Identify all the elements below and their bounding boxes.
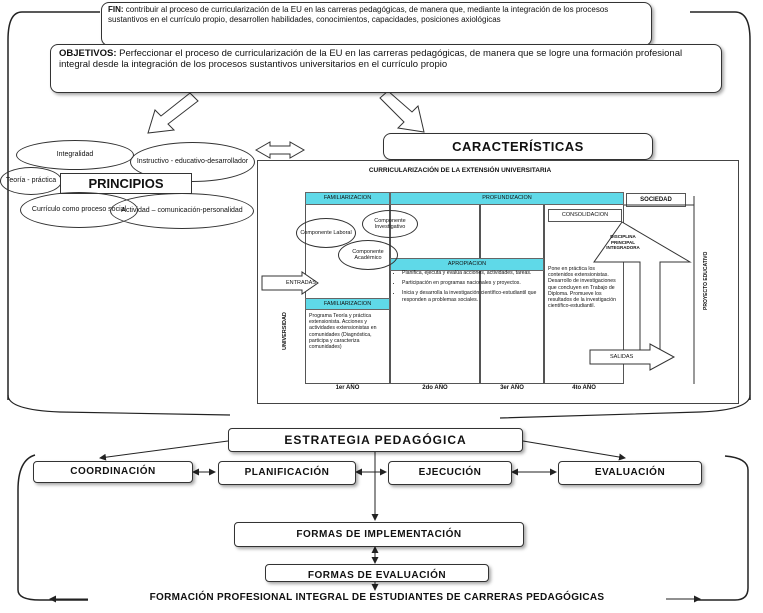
step-evaluacion: EVALUACIÓN bbox=[558, 461, 702, 485]
formas-evaluacion: FORMAS DE EVALUACIÓN bbox=[265, 564, 489, 582]
year-4: 4to AÑO bbox=[572, 385, 596, 391]
year-2: 2do AÑO bbox=[422, 385, 448, 391]
figure-title: CURRICULARIZACIÓN DE LA EXTENSIÓN UNIVER… bbox=[368, 167, 552, 174]
fin-box: FIN: contribuir al proceso de curricular… bbox=[101, 2, 652, 46]
col2-item: Inicia y desarrolla la investigación cie… bbox=[402, 290, 540, 302]
estrategia-title: ESTRATEGIA PEDAGÓGICA bbox=[228, 428, 523, 452]
objetivos-label: OBJETIVOS: bbox=[59, 48, 117, 59]
componente-academico: Componente Académico bbox=[338, 240, 398, 270]
year-3: 3er AÑO bbox=[500, 385, 524, 391]
col2-item: Participación en programas nacionales y … bbox=[402, 280, 540, 286]
col2-list: Planifica, ejecuta y evalúa acciones, ac… bbox=[392, 270, 540, 303]
principios-title: PRINCIPIOS bbox=[60, 173, 192, 194]
step-coordinacion: COORDINACIÓN bbox=[33, 461, 193, 483]
outer-frame bbox=[7, 11, 751, 400]
componente-investigativo: Componente Investigativo bbox=[362, 210, 418, 238]
salidas-label: SALIDAS bbox=[610, 354, 634, 360]
header-familiarizacion-bottom: FAMILIARIZACION bbox=[305, 298, 390, 310]
fin-label: FIN: bbox=[108, 5, 124, 14]
hollow-arrow-left bbox=[147, 92, 199, 134]
objetivos-box: OBJETIVOS: Perfeccionar el proceso de cu… bbox=[50, 44, 722, 93]
formas-implementacion: FORMAS DE IMPLEMENTACIÓN bbox=[234, 522, 524, 547]
col4-text: Pone en práctica los contenidos extensio… bbox=[548, 266, 617, 310]
header-familiarizacion-top: FAMILIARIZACION bbox=[305, 192, 390, 205]
principio-actividad: Actividad – comunicación-personalidad bbox=[110, 193, 254, 229]
col1-text: Programa Teoría y práctica extensionista… bbox=[309, 313, 377, 351]
header-sociedad: SOCIEDAD bbox=[626, 193, 686, 207]
formacion-label: FORMACIÓN PROFESIONAL INTEGRAL DE ESTUDI… bbox=[88, 592, 666, 603]
componente-laboral: Componente Laboral bbox=[296, 218, 356, 248]
col2-item: Planifica, ejecuta y evalúa acciones, ac… bbox=[402, 270, 540, 276]
fin-text: contribuir al proceso de curricularizaci… bbox=[108, 5, 609, 24]
disciplina-label: DISCIPLINA PRINCIPAL INTEGRADORA bbox=[606, 234, 640, 250]
double-arrow bbox=[254, 141, 306, 159]
frame-bottom-curve bbox=[7, 394, 751, 419]
entradas-label: ENTRADAS bbox=[286, 280, 316, 286]
hollow-arrow-right bbox=[379, 90, 425, 133]
objetivos-text: Perfeccionar el proceso de curriculariza… bbox=[59, 48, 683, 70]
proyecto-label: PROYECTO EDUCATIVO bbox=[703, 251, 709, 310]
lower-frame bbox=[17, 454, 749, 601]
header-consolidacion: CONSOLIDACION bbox=[548, 209, 622, 222]
step-planificacion: PLANIFICACIÓN bbox=[218, 461, 356, 485]
header-apropiacion: APROPIACION bbox=[390, 258, 544, 271]
year-1: 1er AÑO bbox=[335, 385, 360, 391]
principio-instructivo: Instructivo - educativo-desarrollador bbox=[130, 142, 255, 182]
caracteristicas-title: CARACTERÍSTICAS bbox=[383, 133, 653, 160]
header-profundizacion: PROFUNDIZACION bbox=[390, 192, 624, 205]
step-ejecucion: EJECUCIÓN bbox=[388, 461, 512, 485]
universidad-label: UNIVERSIDAD bbox=[282, 312, 288, 350]
